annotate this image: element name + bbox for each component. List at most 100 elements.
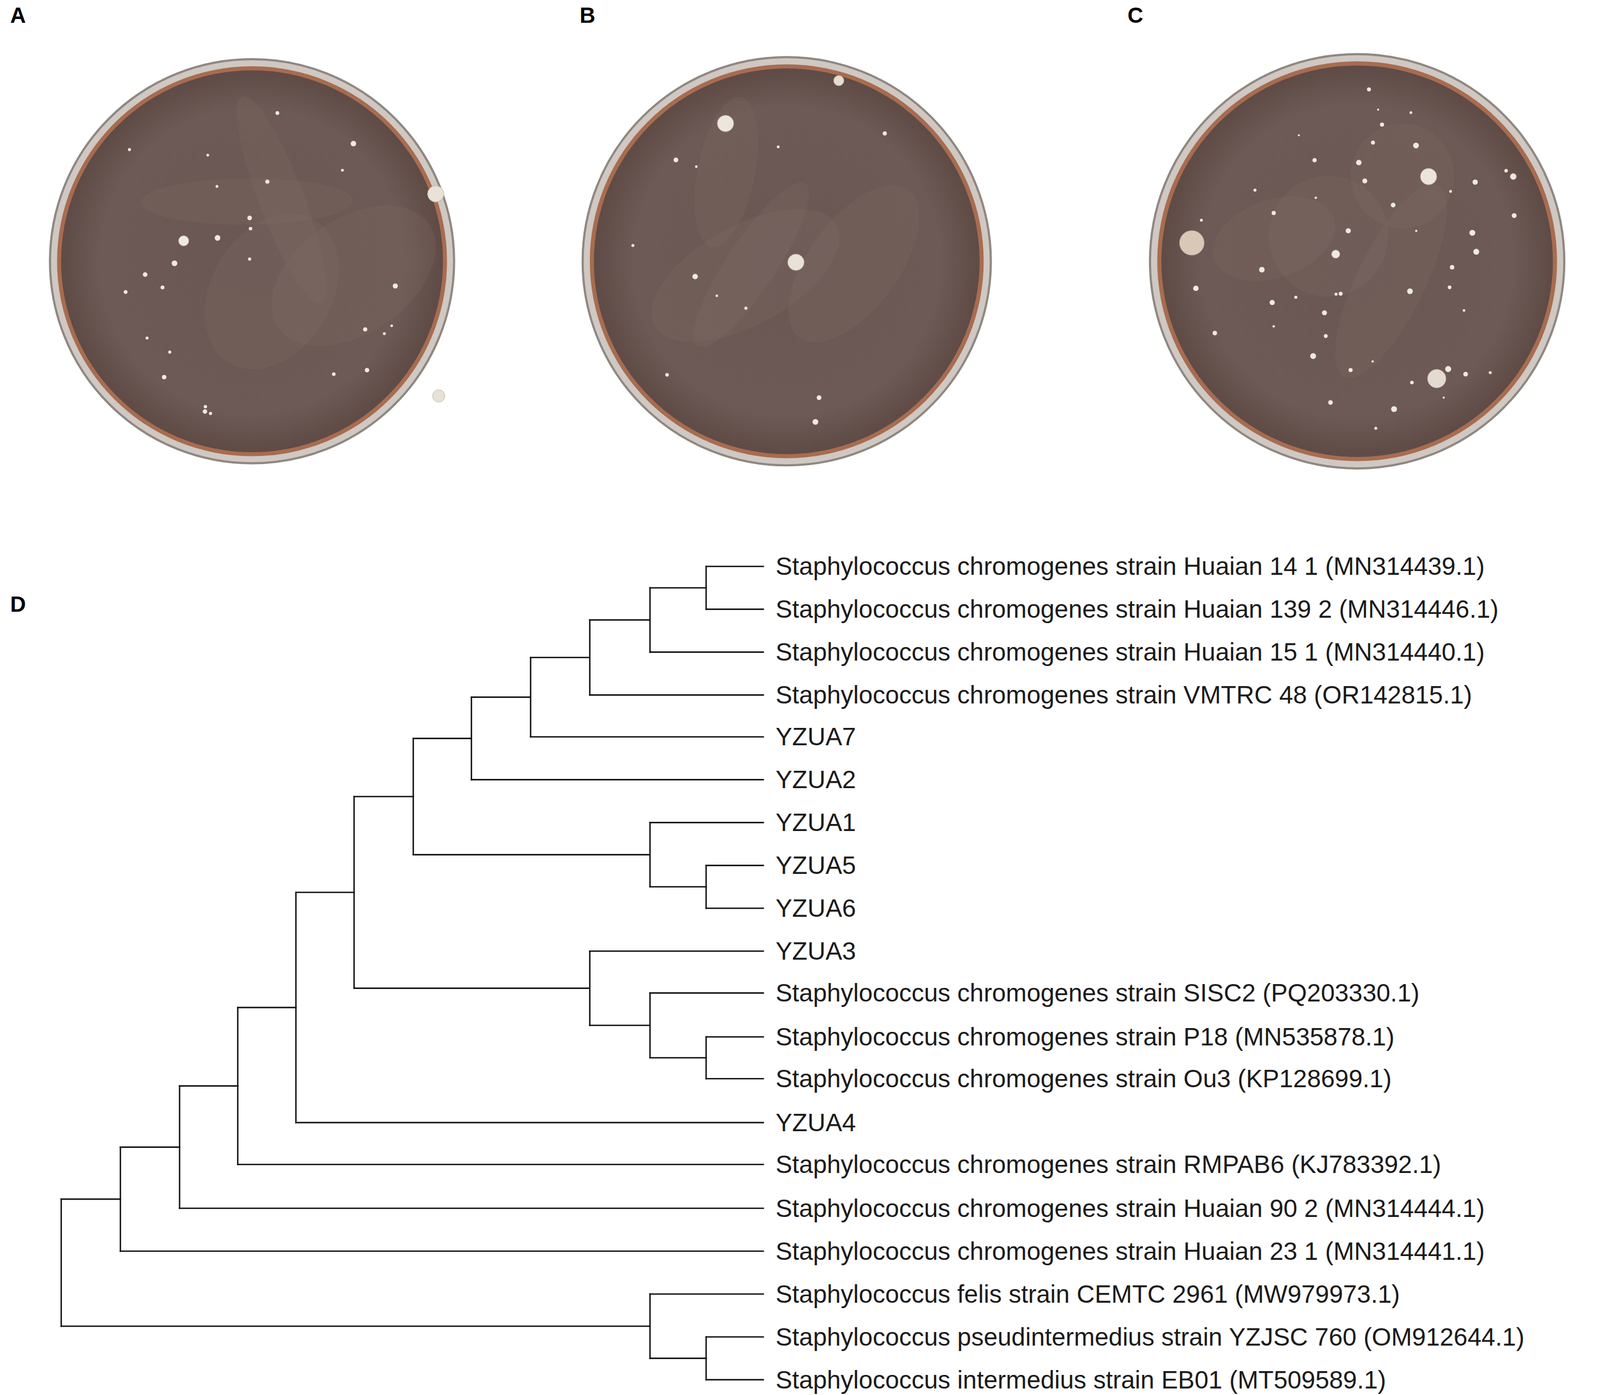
dish-edge	[589, 64, 984, 459]
leaf-label: Staphylococcus chromogenes strain VMTRC …	[775, 682, 1473, 708]
leaf-label: YZUA7	[775, 724, 856, 749]
panel-label: B	[579, 4, 596, 27]
agar-swirl	[245, 176, 462, 375]
tree-branch	[706, 864, 764, 867]
colony	[160, 285, 165, 290]
leaf-label: Staphylococcus felis strain CEMTC 2961 (…	[775, 1281, 1400, 1307]
colony	[833, 75, 844, 86]
colony	[1271, 211, 1276, 216]
colony	[1370, 140, 1375, 145]
colony	[1356, 159, 1362, 165]
leaf-label: Staphylococcus chromogenes strain Huaian…	[775, 1195, 1485, 1221]
colony	[1338, 291, 1343, 296]
colony	[432, 389, 446, 403]
tree-branch	[237, 1006, 296, 1009]
colony	[123, 290, 128, 295]
tree-branch	[471, 696, 531, 698]
colony	[673, 157, 679, 163]
colony	[1413, 142, 1420, 149]
leaf-label: YZUA5	[775, 852, 856, 878]
colony	[816, 395, 822, 400]
colony	[1409, 111, 1413, 114]
colony	[363, 327, 368, 332]
phylogenetic-tree	[61, 566, 764, 1380]
agar-swirl	[676, 169, 827, 361]
colony	[364, 367, 370, 373]
leaf-label: Staphylococcus chromogenes strain Huaian…	[775, 596, 1499, 622]
leaf-label: Staphylococcus chromogenes strain Ou3 (K…	[775, 1065, 1392, 1091]
leaf-label: Staphylococcus chromogenes strain P18 (M…	[775, 1024, 1395, 1050]
colony	[1449, 264, 1455, 270]
tree-branch	[650, 992, 764, 994]
colony	[1414, 229, 1418, 232]
colony	[178, 235, 189, 246]
dish-rim	[1150, 54, 1565, 469]
colony	[427, 185, 444, 202]
colony	[208, 411, 213, 416]
leaf-label: YZUA6	[775, 895, 856, 921]
leaf-label: Staphylococcus pseudintermedius strain Y…	[775, 1324, 1525, 1350]
tree-branch	[589, 950, 764, 952]
agar-swirl	[1347, 120, 1457, 232]
colony	[383, 332, 386, 335]
colony	[1331, 250, 1341, 259]
colony	[247, 215, 252, 220]
colony	[1310, 353, 1317, 360]
colony	[202, 409, 208, 414]
leaf-label: Staphylococcus chromogenes strain Huaian…	[775, 553, 1485, 579]
colony	[1410, 381, 1414, 385]
tree-branch	[413, 853, 650, 856]
leaf-label: YZUA1	[775, 809, 856, 835]
colony	[1200, 218, 1203, 222]
tree-branch	[179, 1207, 764, 1210]
colony	[1272, 325, 1275, 328]
tree-branch	[650, 1056, 707, 1059]
tree-branch	[471, 778, 764, 781]
colony	[1294, 295, 1298, 300]
colony	[142, 271, 148, 277]
colony	[1371, 360, 1374, 363]
colony	[1449, 189, 1452, 193]
tree-branch	[589, 694, 764, 696]
tree-branch	[650, 886, 707, 888]
colony	[203, 404, 207, 409]
colony	[1391, 202, 1396, 208]
colony	[1376, 108, 1380, 111]
tree-branch	[650, 587, 707, 589]
colony	[1328, 400, 1333, 405]
colony	[1511, 213, 1517, 219]
dish-edge	[1157, 61, 1558, 462]
colony	[248, 226, 252, 231]
tree-branch	[706, 907, 764, 910]
colony	[1510, 173, 1517, 180]
colony	[1427, 369, 1446, 389]
tree-branch	[650, 651, 764, 653]
tree-branch	[650, 1357, 707, 1360]
agar	[593, 68, 980, 455]
colony	[1380, 122, 1385, 128]
colony	[1179, 230, 1204, 256]
colony	[161, 375, 167, 380]
colony	[631, 244, 634, 247]
tree-branch	[295, 1121, 764, 1124]
colony	[695, 165, 698, 169]
tree-branch	[706, 608, 764, 611]
panel-label: C	[1127, 4, 1144, 27]
tree-branch	[530, 656, 590, 659]
tree-branch	[353, 987, 590, 989]
colony	[332, 372, 336, 377]
colony	[882, 131, 887, 136]
colony	[206, 153, 209, 157]
tree-branch	[530, 735, 764, 738]
colony	[1367, 87, 1371, 92]
tree-branch	[413, 737, 472, 740]
leaf-label: Staphylococcus chromogenes strain RMPAB6…	[775, 1151, 1441, 1177]
tree-branch	[295, 891, 354, 894]
colony	[248, 257, 252, 261]
petri-dishes	[49, 54, 1565, 469]
colony	[1462, 309, 1466, 313]
tree-branch	[706, 1379, 764, 1381]
agar	[1161, 65, 1553, 457]
petri-dish	[49, 59, 462, 464]
